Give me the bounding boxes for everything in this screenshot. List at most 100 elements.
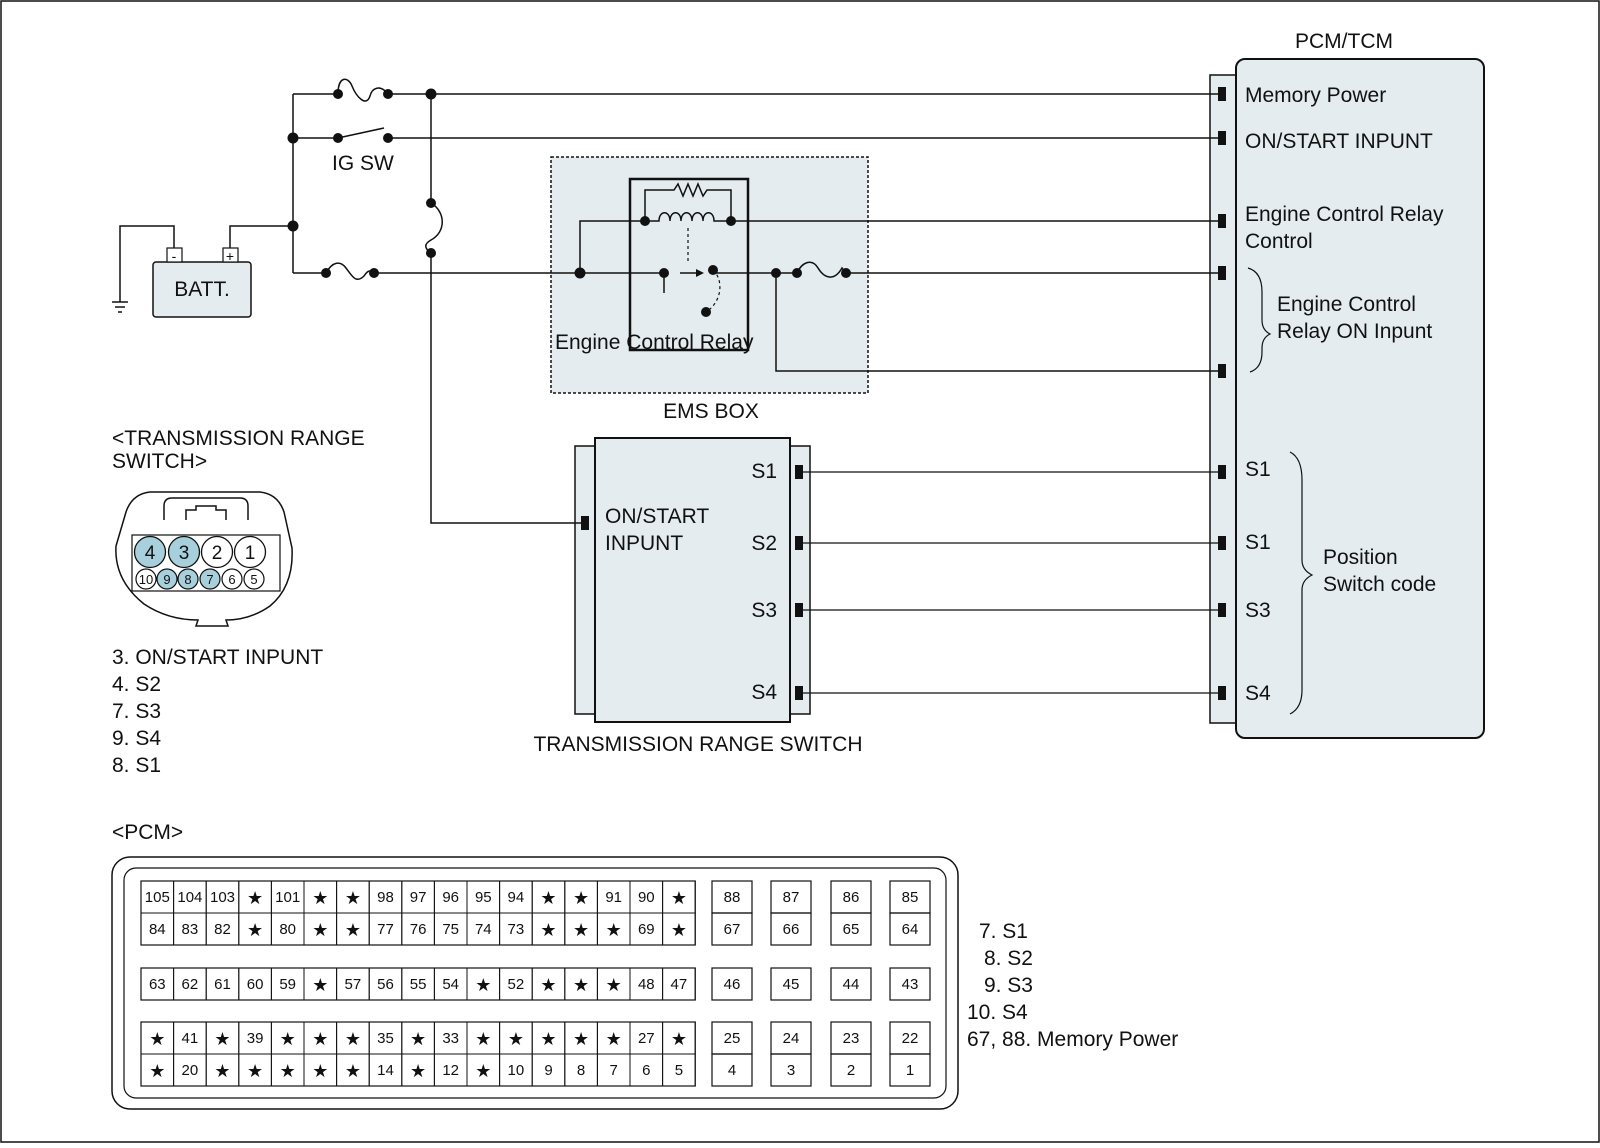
junction-dot: [708, 265, 718, 275]
pcm-empty-cavity-star: ★: [540, 920, 556, 940]
trs-legend-item: 9. S4: [112, 727, 161, 750]
pcm-pin-label: 94: [508, 889, 525, 906]
relay-coil-icon: [645, 212, 731, 222]
pcm-empty-cavity-star: ★: [345, 1061, 361, 1081]
pcm-pin-label: 8: [577, 1062, 585, 1079]
pcm-empty-cavity-star: ★: [671, 888, 687, 908]
pcm-cavity: [889, 967, 931, 1001]
ground-icon: [112, 301, 128, 313]
pcm-pin-label: 75: [442, 921, 459, 938]
trs-pin-7: [199, 568, 221, 590]
junction-dot: [771, 268, 781, 278]
pcm-tcm-module: PCM/TCM Memory Power ON/START INPUNT Eng…: [1209, 30, 1485, 739]
junction-dot: [383, 89, 393, 99]
pcm-pin-label: 47: [671, 976, 688, 993]
pcm-connector-outer: [111, 856, 959, 1110]
pcm-pin-label: 56: [377, 976, 394, 993]
pcm-empty-cavity-star: ★: [573, 920, 589, 940]
trs-pin-6: [221, 568, 243, 590]
pcm-terminals: [1218, 87, 1226, 700]
pcm-pin-label: 62: [182, 976, 199, 993]
pcm-empty-cavity-star: ★: [214, 1029, 230, 1049]
trs-input-label-line2: INPUNT: [605, 532, 683, 555]
ecr-control-label-line1: Engine Control Relay: [1245, 203, 1444, 226]
trs-pin-label: 7: [206, 572, 213, 587]
junction-dot: [383, 133, 393, 143]
pcm-connector-inner: [123, 867, 947, 1099]
pcm-empty-cavity-star: ★: [312, 920, 328, 940]
relay-output-fuse-icon: [796, 261, 847, 278]
pcm-pin-label: 7: [610, 1062, 618, 1079]
trs-s4-label: S4: [751, 681, 777, 704]
pcm-empty-cavity-star: ★: [345, 920, 361, 940]
pcm-cavity: [889, 912, 931, 946]
terminal-pin: [795, 686, 803, 700]
pcm-cavity: [711, 967, 753, 1001]
pcm-cavity: [662, 967, 696, 1001]
ems-box-frame: [550, 156, 869, 394]
pcm-empty-cavity-star: ★: [149, 1061, 165, 1081]
trs-pin-label: 9: [163, 572, 170, 587]
pcm-pin-label: 96: [442, 889, 459, 906]
battery-minus-sign: -: [172, 248, 177, 264]
pcm-empty-cavity-star: ★: [475, 1061, 491, 1081]
pcm-pin-label: 60: [247, 976, 264, 993]
pcm-pin-label: 27: [638, 1030, 655, 1047]
memory-fuse-icon: [337, 78, 389, 102]
pcm-cavity: [770, 967, 812, 1001]
junction-dot: [287, 220, 299, 232]
pcm-pin-label: 57: [345, 976, 362, 993]
trs-pin-2: [200, 535, 234, 569]
battery-label: BATT.: [174, 278, 230, 301]
trs-legend-item: 3. ON/START INPUNT: [112, 646, 323, 669]
relay-feed-fuse-icon: [325, 262, 375, 280]
pcm-pin-label: 2: [847, 1062, 855, 1079]
trs-pin-label: 6: [228, 572, 235, 587]
pcm-connector-title: <PCM>: [112, 821, 183, 844]
pcm-empty-cavity-star: ★: [410, 1029, 426, 1049]
pcm-pin-label: 85: [902, 889, 919, 906]
pcm-empty-cavity-star: ★: [540, 975, 556, 995]
ecr-control-label-line2: Control: [1245, 230, 1313, 253]
pcm-pin-label: 76: [410, 921, 427, 938]
pcm-pin-label: 33: [442, 1030, 459, 1047]
pcm-empty-cavity-star: ★: [345, 1029, 361, 1049]
pcm-pin-label: 35: [377, 1030, 394, 1047]
memory-power-label: Memory Power: [1245, 84, 1386, 107]
pcm-pin-label: 104: [177, 889, 202, 906]
pcm-pin-label: 67: [724, 921, 741, 938]
pcm-empty-cavity-star: ★: [247, 1061, 263, 1081]
ecr-on-input-label-line1: Engine Control: [1277, 293, 1416, 316]
pcm-pin-label: 45: [783, 976, 800, 993]
pcm-cavity: [711, 912, 753, 946]
position-label-line1: Position: [1323, 546, 1398, 569]
pcm-legend-item: 10. S4: [967, 1001, 1028, 1024]
pcm-pin-label: 41: [182, 1030, 199, 1047]
junction-dot: [701, 307, 711, 317]
ecr-on-input-label-line2: Relay ON Inpunt: [1277, 320, 1432, 343]
battery: - + BATT.: [152, 247, 252, 318]
pcm-empty-cavity-star: ★: [573, 1029, 589, 1049]
trs-pin-9: [156, 568, 178, 590]
pcm-pin-label: 64: [902, 921, 919, 938]
pcm-empty-cavity-star: ★: [312, 1061, 328, 1081]
pcm-pin-label: 43: [902, 976, 919, 993]
terminal-pin: [1218, 87, 1226, 101]
pcm-s1a-label: S1: [1245, 458, 1271, 481]
trs-terminals: [581, 465, 803, 700]
trs-pin-label: 3: [179, 543, 190, 564]
pcm-cavity: [889, 1053, 931, 1087]
trs-connector-latch-inner: [185, 505, 227, 520]
trs-pin-label: 8: [184, 572, 191, 587]
ecr-on-input-wire-b: [775, 273, 1224, 372]
trs-s2-label: S2: [751, 532, 777, 555]
pcm-cavity: [830, 967, 872, 1001]
trs-legend-item: 4. S2: [112, 673, 161, 696]
pcm-empty-cavity-star: ★: [247, 888, 263, 908]
pcm-legend: 7. S1 8. S2 9. S3 10. S4 67, 88. Memory …: [967, 920, 1178, 1051]
